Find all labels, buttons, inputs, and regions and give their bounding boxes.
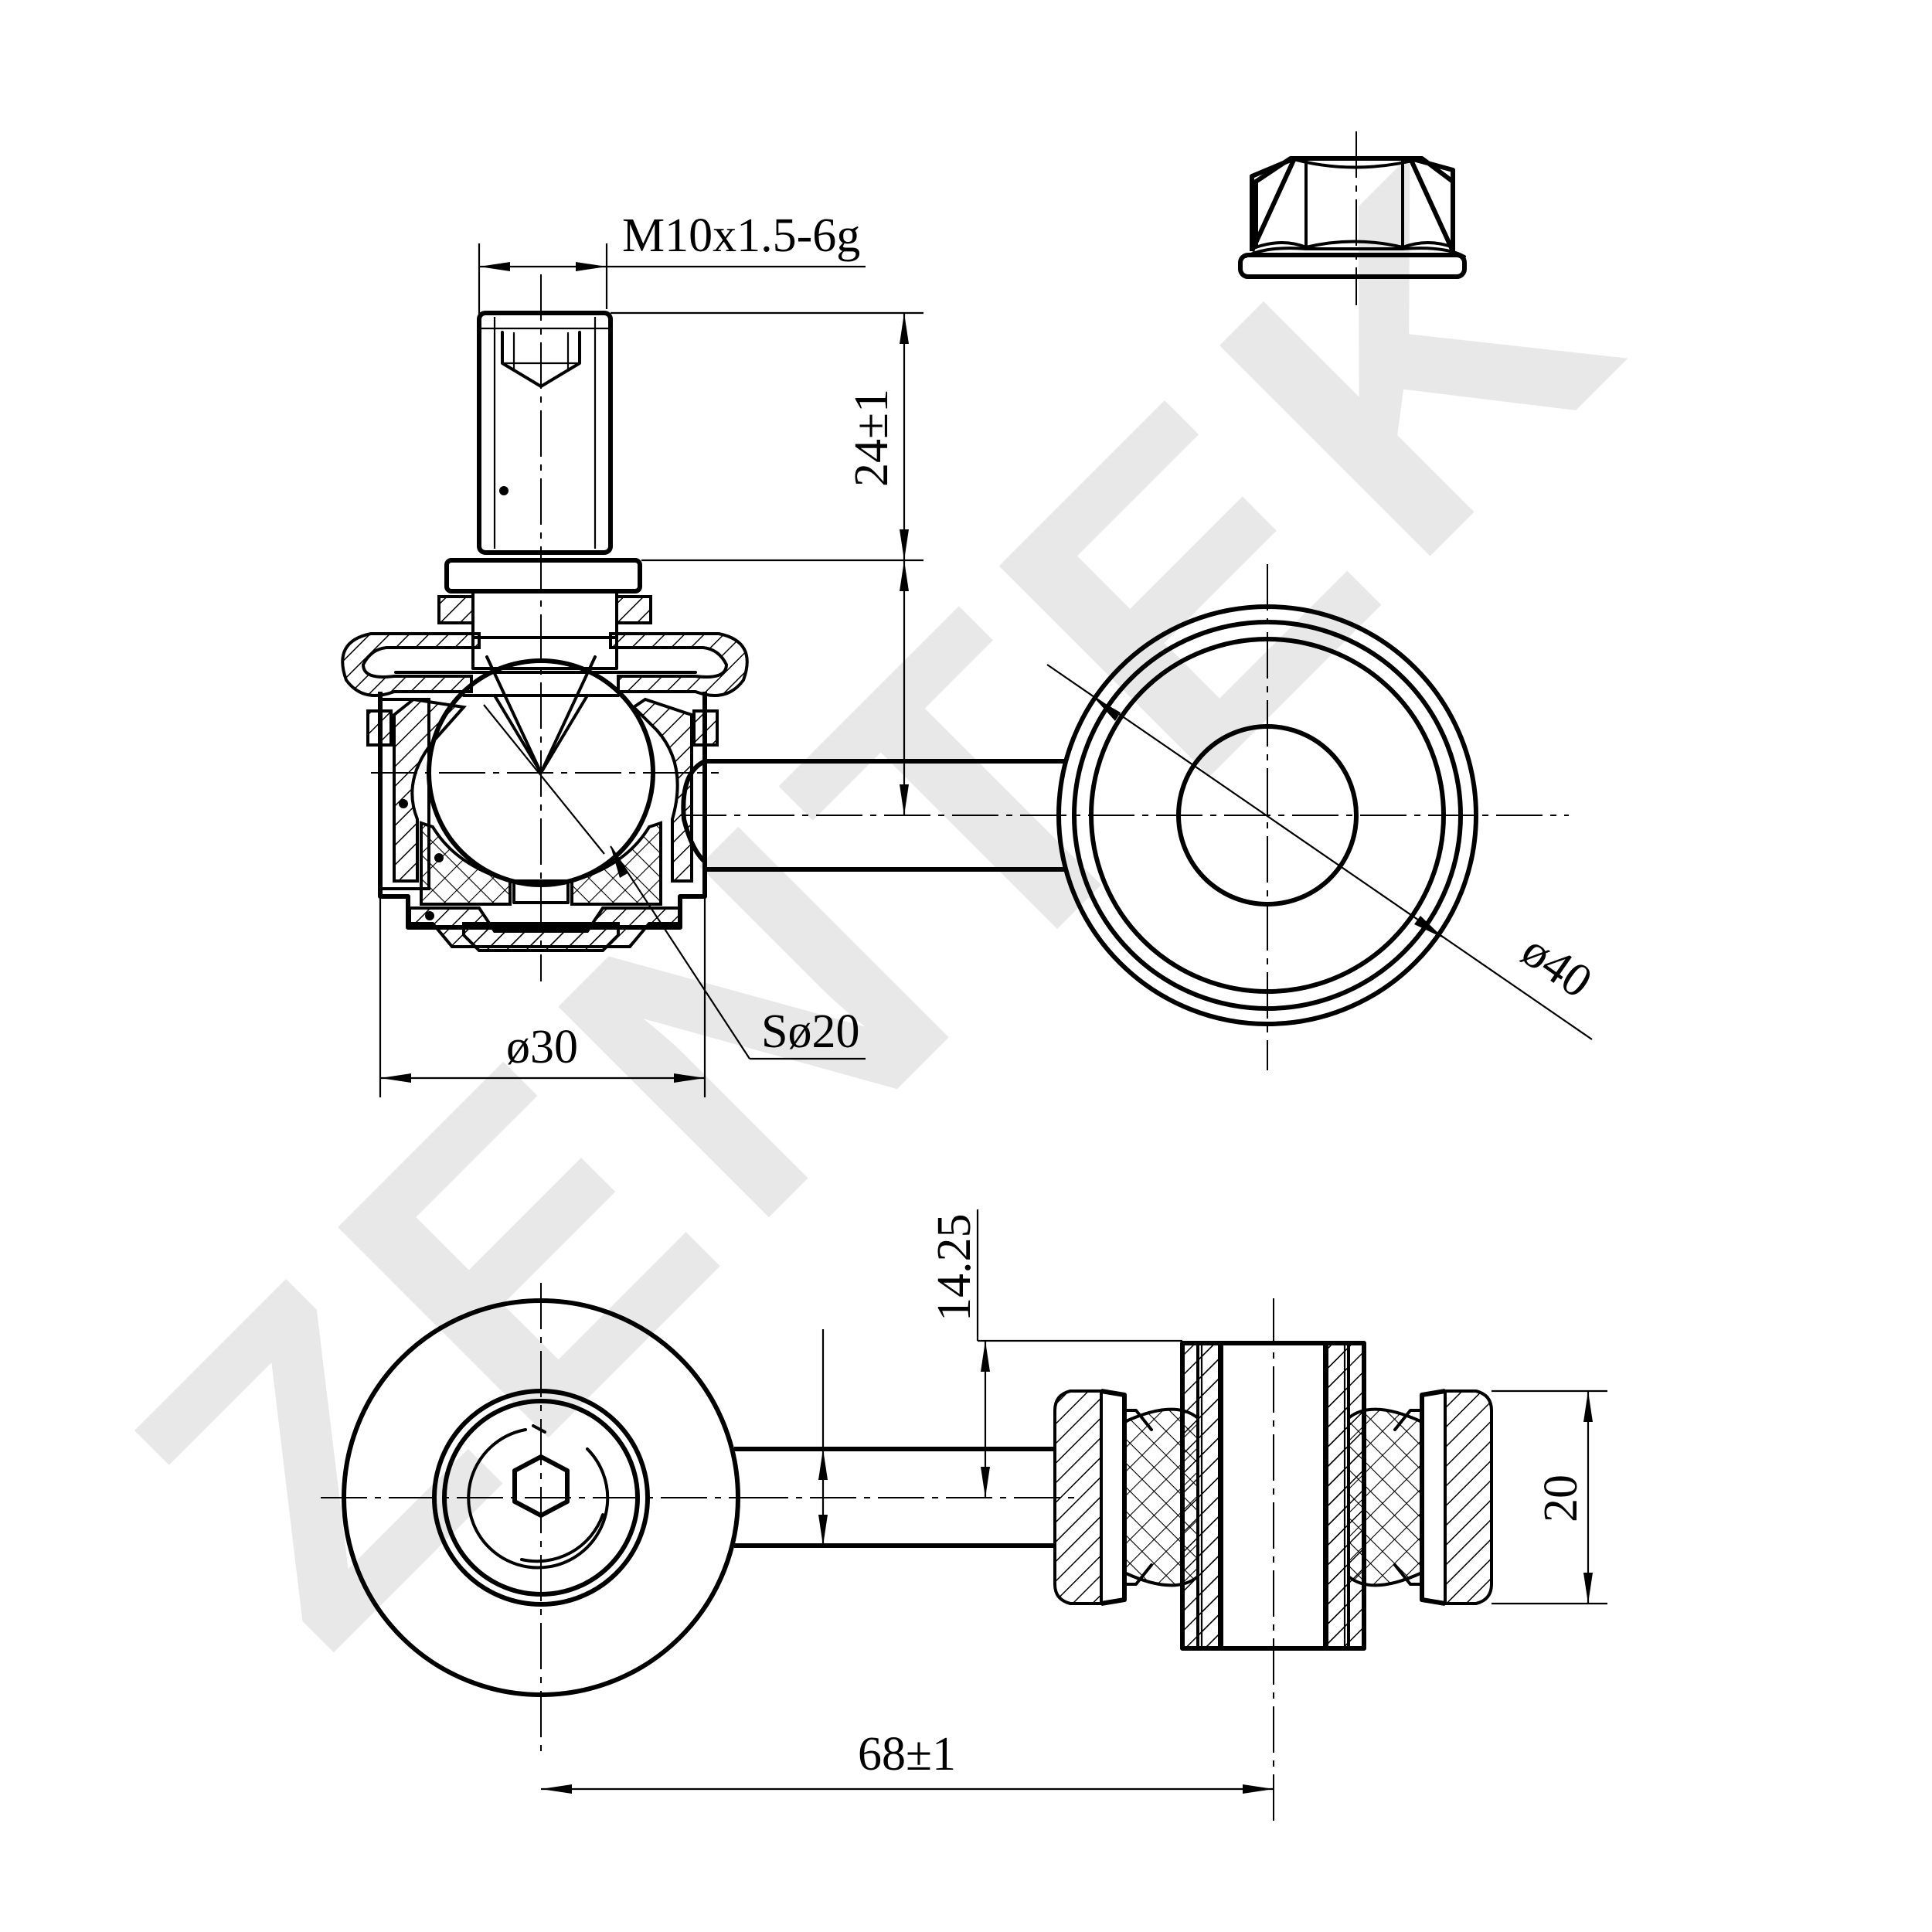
- offset-label: 14.25: [928, 1214, 981, 1322]
- bushing-section: [1053, 1298, 1493, 1824]
- bushing-eye-top: [1056, 564, 1478, 1070]
- bush-width-label: 20: [1535, 1475, 1587, 1522]
- dim-rod-thickness: [818, 1329, 828, 1546]
- link-rod-top: [680, 759, 1569, 872]
- eye-dia-label: ø40: [1512, 924, 1601, 1009]
- dim-housing-dia: ø30: [379, 869, 706, 1097]
- dim-ball-dia: Sø20: [610, 845, 866, 1060]
- dim-stud-height: 24±1: [611, 311, 923, 815]
- stud-height-label: 24±1: [845, 389, 898, 487]
- housing-dia-label: ø30: [506, 1021, 578, 1073]
- link-rod-bottom: [734, 1447, 1082, 1548]
- ball-dia-label: Sø20: [761, 1005, 859, 1058]
- center-distance-label: 68±1: [858, 1728, 956, 1781]
- dim-bush-width: 20: [1492, 1389, 1607, 1605]
- dust-boot: [341, 632, 481, 697]
- stud-thread: [477, 311, 613, 555]
- thread-label: M10x1.5-6g: [622, 209, 860, 262]
- dim-center-distance: 68±1: [541, 1728, 1274, 1794]
- ball-joint-section: [341, 274, 749, 981]
- dim-offset: 14.25: [928, 1209, 1182, 1498]
- ball-joint-bottom: [321, 1283, 765, 1754]
- flange-nut-icon: [1238, 131, 1467, 305]
- dim-thread: M10x1.5-6g: [478, 209, 866, 317]
